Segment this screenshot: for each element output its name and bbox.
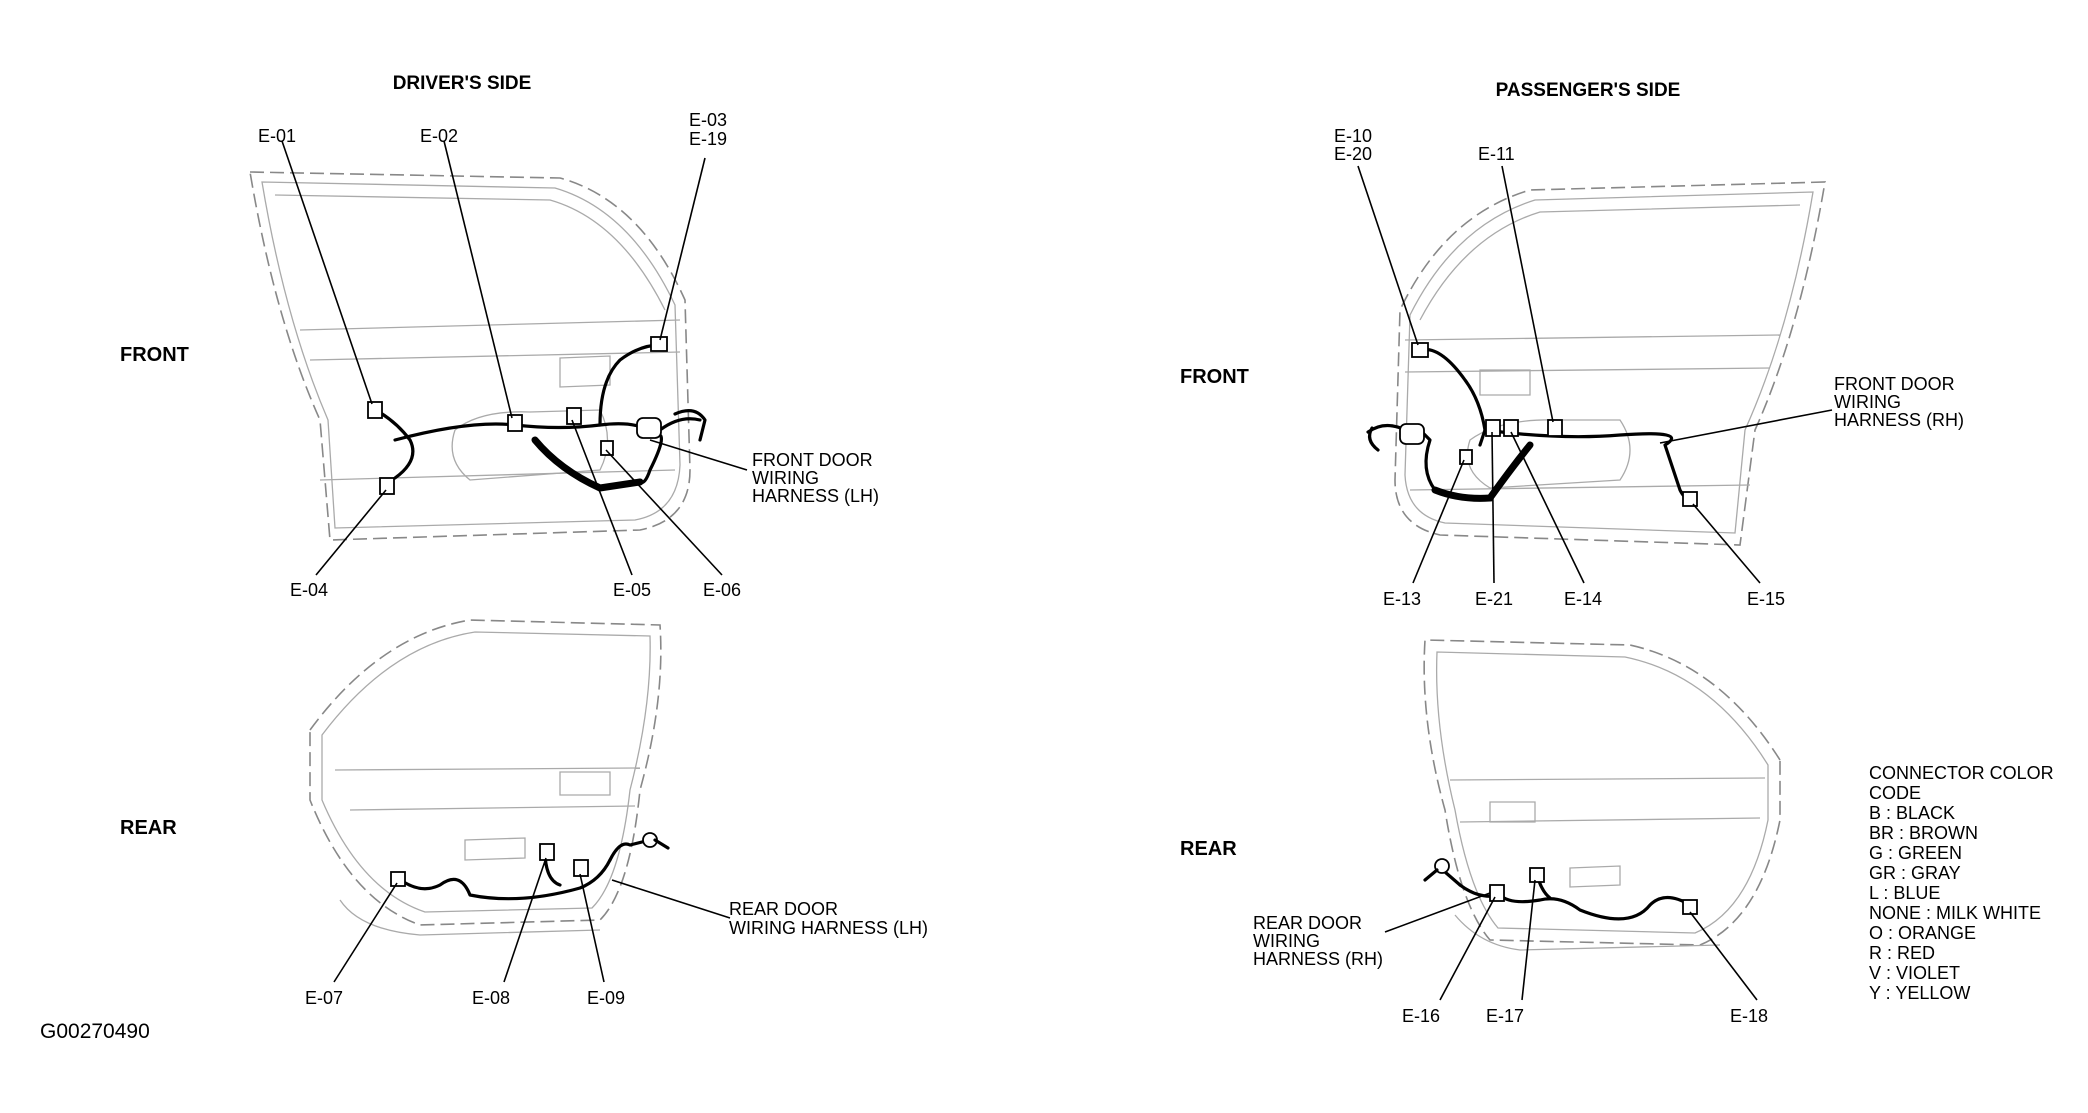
passenger-side-header: PASSENGER'S SIDE <box>1496 80 1681 101</box>
label-e06: E-06 <box>703 580 741 600</box>
label-e03: E-03 <box>689 110 727 130</box>
driver-front-harness <box>367 336 707 495</box>
legend-entry: B : BLACK <box>1869 803 1955 823</box>
passenger-front-leaders <box>1357 165 1833 584</box>
passenger-rear-harness <box>1423 858 1698 921</box>
driver-rear-label: REAR <box>120 817 177 839</box>
legend-entry: G : GREEN <box>1869 843 1962 863</box>
legend-entry: L : BLUE <box>1869 883 1940 903</box>
legend-entry: O : ORANGE <box>1869 923 1976 943</box>
legend-entry: Y : YELLOW <box>1869 983 1970 1003</box>
connector-e11 <box>1547 419 1563 437</box>
label-e09: E-09 <box>587 988 625 1008</box>
grommet-front-lh <box>636 417 662 439</box>
connector-e06 <box>600 440 614 456</box>
svg-text:REAR DOOR: REAR DOOR <box>729 899 838 919</box>
connector-e09 <box>573 859 589 877</box>
label-e15: E-15 <box>1747 589 1785 609</box>
legend-entry: R : RED <box>1869 943 1935 963</box>
svg-text:HARNESS (LH): HARNESS (LH) <box>752 486 879 506</box>
passenger-rear-door <box>1423 639 1781 951</box>
driver-front-leaders <box>281 140 748 576</box>
front-lh-harness-label: FRONT DOOR WIRING HARNESS (LH) <box>752 450 879 506</box>
label-e10: E-10 <box>1334 126 1372 146</box>
label-e21: E-21 <box>1475 589 1513 609</box>
connector-e05 <box>566 407 582 425</box>
connector-color-code-legend: CONNECTOR COLOR CODE B : BLACK BR : BROW… <box>1869 763 2054 1003</box>
legend-entry: V : VIOLET <box>1869 963 1960 983</box>
svg-text:REAR DOOR: REAR DOOR <box>1253 913 1362 933</box>
label-e14: E-14 <box>1564 589 1602 609</box>
connector-e07 <box>390 871 406 887</box>
connector-e10 <box>1411 342 1429 358</box>
label-e17: E-17 <box>1486 1006 1524 1026</box>
label-e11: E-11 <box>1478 144 1515 164</box>
driver-rear-leaders <box>333 857 731 983</box>
driver-rear-door <box>309 619 662 936</box>
svg-text:FRONT DOOR: FRONT DOOR <box>752 450 873 470</box>
connector-e13 <box>1459 449 1473 465</box>
driver-front-label: FRONT <box>120 344 189 366</box>
label-e20: E-20 <box>1334 144 1372 164</box>
figure-id: G00270490 <box>40 1020 150 1043</box>
svg-text:WIRING: WIRING <box>1253 931 1320 951</box>
connector-e01 <box>367 401 383 419</box>
grommet-front-rh <box>1399 423 1425 445</box>
label-e02: E-02 <box>420 126 458 146</box>
svg-text:FRONT DOOR: FRONT DOOR <box>1834 374 1955 394</box>
svg-text:HARNESS (RH): HARNESS (RH) <box>1253 949 1383 969</box>
svg-text:HARNESS (RH): HARNESS (RH) <box>1834 410 1964 430</box>
connector-e02 <box>507 414 523 432</box>
legend-entry: BR : BROWN <box>1869 823 1978 843</box>
label-e13: E-13 <box>1383 589 1421 609</box>
legend-entry: GR : GRAY <box>1869 863 1961 883</box>
svg-text:WIRING HARNESS (LH): WIRING HARNESS (LH) <box>729 918 928 938</box>
driver-side-header: DRIVER'S SIDE <box>393 73 532 94</box>
passenger-front-door <box>1394 181 1826 546</box>
passenger-front-label: FRONT <box>1180 366 1249 388</box>
label-e01: E-01 <box>258 126 296 146</box>
rear-lh-harness-label: REAR DOOR WIRING HARNESS (LH) <box>729 899 928 938</box>
label-e18: E-18 <box>1730 1006 1768 1026</box>
legend-entry: NONE : MILK WHITE <box>1869 903 2041 923</box>
passenger-rear-leaders <box>1384 879 1758 1001</box>
connector-e17 <box>1529 867 1545 883</box>
driver-rear-harness <box>390 832 670 901</box>
connector-e21 <box>1485 419 1501 437</box>
front-rh-harness-label: FRONT DOOR WIRING HARNESS (RH) <box>1834 374 1964 430</box>
connector-e16 <box>1489 884 1505 902</box>
label-e04: E-04 <box>290 580 328 600</box>
label-e08: E-08 <box>472 988 510 1008</box>
svg-text:WIRING: WIRING <box>1834 392 1901 412</box>
passenger-rear-label: REAR <box>1180 838 1237 860</box>
legend-title-line2: CODE <box>1869 783 1921 803</box>
connector-e04 <box>379 477 395 495</box>
svg-text:WIRING: WIRING <box>752 468 819 488</box>
connector-e15 <box>1682 491 1698 507</box>
driver-front-door <box>249 171 691 541</box>
legend-title-line1: CONNECTOR COLOR <box>1869 763 2054 783</box>
connector-e14 <box>1503 419 1519 437</box>
passenger-front-harness <box>1366 342 1698 507</box>
label-e05: E-05 <box>613 580 651 600</box>
connector-e03 <box>650 336 668 352</box>
label-e19: E-19 <box>689 129 727 149</box>
label-e16: E-16 <box>1402 1006 1440 1026</box>
label-e07: E-07 <box>305 988 343 1008</box>
connector-e08 <box>539 843 555 861</box>
connector-e18 <box>1682 899 1698 915</box>
rear-rh-harness-label: REAR DOOR WIRING HARNESS (RH) <box>1253 913 1383 969</box>
